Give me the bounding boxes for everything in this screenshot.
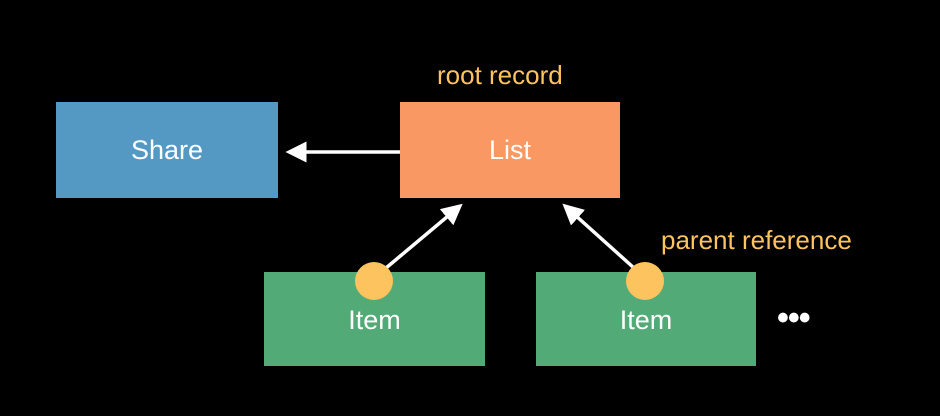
parent-reference-label: parent reference	[661, 225, 852, 255]
item-node: Item	[536, 272, 756, 366]
arrow-item2-to-list	[562, 203, 636, 270]
item-node: Item	[264, 272, 485, 366]
share-label: Share	[130, 134, 204, 165]
item-label: Item	[619, 304, 673, 335]
list-label: List	[488, 134, 532, 165]
more-items-ellipsis: •••	[777, 299, 811, 337]
arrow-item1-to-list	[384, 203, 463, 270]
root-record-label: root record	[437, 60, 563, 90]
list-node: List	[400, 102, 620, 198]
item-label: Item	[348, 304, 401, 335]
share-node: Share	[56, 102, 278, 198]
